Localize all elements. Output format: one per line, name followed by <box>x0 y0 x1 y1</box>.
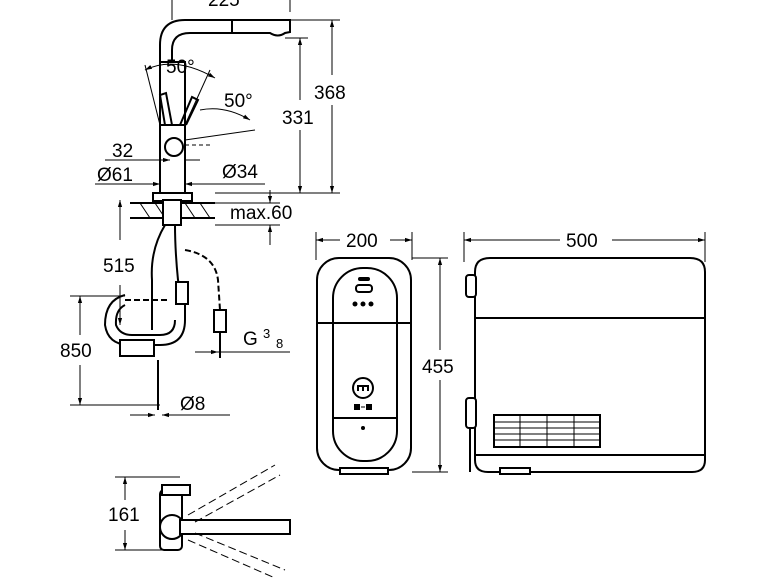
dim-hose-length: 515 <box>103 256 135 277</box>
dim-boiler-width: 200 <box>346 231 378 252</box>
dim-spout-height: 331 <box>282 108 314 129</box>
dim-lever-angle-2: 50° <box>224 91 253 112</box>
dim-supply-length: 850 <box>60 341 92 362</box>
faucet-top-view: 161 <box>108 464 291 578</box>
dim-boiler-height-line: 455 <box>412 257 454 473</box>
handle-knob <box>164 137 184 157</box>
dim-boiler-height: 455 <box>422 357 454 378</box>
dim-pipe-diameter: Ø8 <box>180 394 205 415</box>
display-glyph-icon <box>357 385 369 391</box>
boiler-side-view: 500 <box>463 231 706 475</box>
dim-base-diameter: Ø61 <box>97 165 133 186</box>
dim-hole-diameter: Ø34 <box>222 162 258 183</box>
dim-height-lines: 368 331 <box>215 19 346 194</box>
dim-thread-den: 8 <box>276 336 283 351</box>
cup-plus-cup-icon <box>354 404 372 410</box>
dim-total-height: 368 <box>314 83 346 104</box>
dim-boiler-depth: 500 <box>566 231 598 252</box>
boiler-front-view: 200 <box>315 231 413 475</box>
dim-spout-reach: 225 <box>208 0 240 11</box>
dim-lever-angle-1: 50° <box>166 57 195 78</box>
faucet-front-view: 225 50° 50° 32 Ø61 Ø34 max.60 <box>60 0 292 418</box>
dim-lever-offset: 32 <box>112 141 133 162</box>
dim-max-thickness: max.60 <box>230 203 292 224</box>
dim-top-view-height: 161 <box>108 505 140 526</box>
dim-thread-num: 3 <box>263 326 270 341</box>
dim-thread-g: G <box>243 329 258 350</box>
